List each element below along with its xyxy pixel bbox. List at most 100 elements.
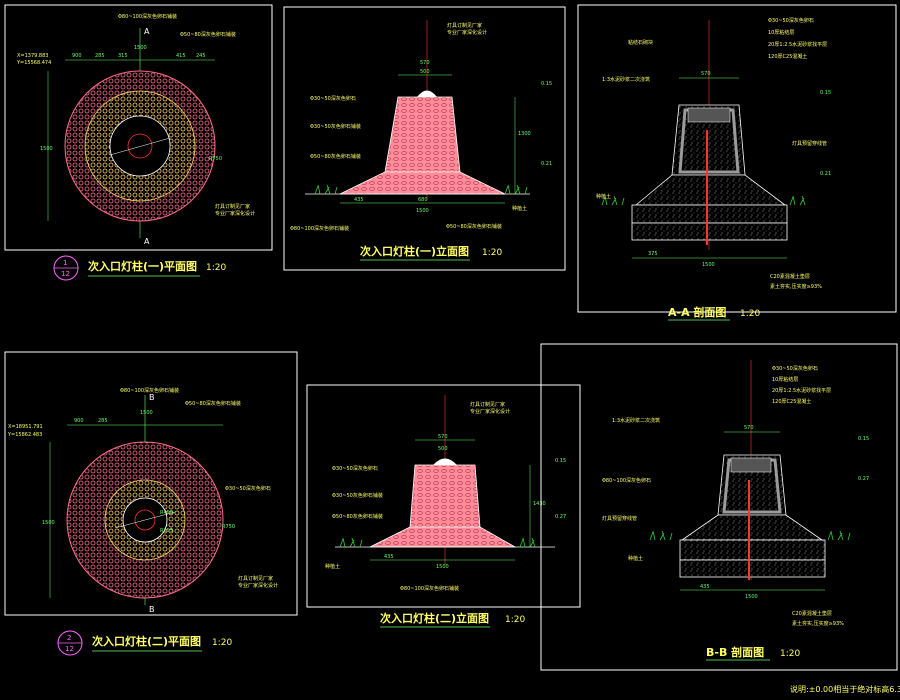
section-note: 粘结石砌块 [628, 39, 653, 46]
dim-label: 900 [72, 53, 82, 59]
dim-label: 285 [95, 53, 105, 59]
dim-label: 435 [384, 554, 394, 560]
drawing-title: B-B 剖面图 [706, 645, 764, 659]
dim-label: 1430 [533, 501, 546, 507]
dim-label: 1500 [416, 208, 429, 214]
dim-label: 570 [744, 425, 754, 431]
section-note: Φ30~50深灰色卵石 [772, 365, 818, 372]
dim-label: 500 [438, 446, 448, 452]
elevation-mark: 0.27 [555, 514, 566, 520]
coordinate-y: Y=15862.483 [7, 432, 42, 438]
column-base [369, 526, 517, 548]
section-note: 10厚粘结层 [768, 29, 794, 36]
elev-note: Φ80~100深灰色卵石铺装 [400, 585, 459, 592]
lamp-base-circle [127, 133, 153, 159]
coordinate-x: X=18951.791 [8, 424, 43, 430]
bubble-sheet: 12 [61, 270, 70, 278]
grass-left [601, 195, 625, 206]
elev-note: 灯具订制见厂家 [447, 22, 482, 29]
leader-line [109, 137, 171, 156]
dim-label: R750 [222, 524, 235, 530]
drawing-scale: 1:20 [206, 263, 226, 273]
dim-label: 415 [176, 53, 186, 59]
lamp-column [409, 464, 481, 528]
elevation-mark: 0.15 [858, 436, 869, 442]
dim-label: 680 [418, 197, 428, 203]
panel-plan-1-frame [4, 4, 273, 251]
dim-label: 1500 [42, 520, 55, 526]
dim-label: 500 [420, 69, 430, 75]
section-note: C20素混凝土垫层 [792, 610, 832, 617]
axis-bottom-label: A [144, 237, 150, 246]
elevation-mark: 0.15 [820, 90, 831, 96]
elev-note: Φ30~50灰色卵石铺装 [332, 492, 383, 499]
plan-inner-circle [109, 115, 171, 177]
plan-note: Φ30~50深灰色卵石 [225, 485, 271, 492]
elev-note: Φ30~50灰色卵石铺装 [310, 123, 361, 130]
bubble-number: 1 [63, 259, 67, 267]
grass-right [519, 537, 536, 548]
lamp-base-circle [134, 509, 156, 531]
dim-label: 570 [420, 60, 430, 66]
base-section [680, 514, 824, 541]
drawing-title: A-A 剖面图 [668, 305, 726, 319]
dim-label: 375 [648, 251, 658, 257]
grass-left [649, 530, 673, 541]
dim-label: 1500 [702, 262, 715, 268]
plan-note: 专业厂家深化设计 [238, 582, 278, 589]
section-note: C20素混凝土垫层 [770, 273, 810, 280]
section-note: 1:3水泥砂浆二次浇筑 [602, 76, 650, 83]
lamp-cap [417, 90, 437, 97]
dim-label: 1500 [436, 564, 449, 570]
footing-section [679, 539, 826, 561]
section-note: 20厚1:2.5水泥砂浆找平层 [772, 387, 831, 394]
axis-top-label: A [144, 27, 150, 36]
dim-label: R750 [209, 156, 222, 162]
section-note: 1:3水泥砂浆二次浇筑 [612, 417, 660, 424]
elev-note: Φ50~80深灰色卵石铺装 [446, 223, 502, 230]
cushion-section [679, 559, 826, 578]
elevation-mark: 0.21 [541, 161, 552, 167]
plan-note: 灯具订制见厂家 [215, 203, 250, 210]
dim-label: 435 [354, 197, 364, 203]
drawing-scale: 1:20 [505, 615, 525, 625]
elevation-mark: 0.15 [541, 81, 552, 87]
dim-label: 570 [701, 71, 711, 77]
lamp-cap-section [730, 457, 772, 473]
panel-elevation-1-frame [283, 6, 566, 271]
section-note: 种植土 [596, 193, 611, 200]
plan-note: Φ80~100深灰色卵石铺装 [118, 13, 177, 20]
dim-label: 1300 [518, 131, 531, 137]
elev-note: Φ30~50深灰色卵石 [332, 465, 378, 472]
drawing-scale: 1:20 [740, 309, 760, 319]
elevation-mark: 0.27 [858, 476, 869, 482]
sheet-footnote: 说明:±0.00相当于绝对标高6.30 [790, 684, 900, 694]
column-base [339, 171, 506, 195]
base-section [634, 174, 787, 206]
elev-note: Φ50~80灰色卵石铺装 [310, 153, 361, 160]
panel-section-b-frame [540, 343, 898, 671]
elev-note: Φ50~80灰色卵石铺装 [332, 513, 383, 520]
elev-note: Φ30~50深灰色卵石 [310, 95, 356, 102]
dim-label: R255 [160, 528, 173, 534]
panel-elevation-1: 570 500 1500 680 435 1300 0.15 0.21 灯具订制… [283, 6, 566, 271]
elev-note: 专业厂家深化设计 [447, 29, 487, 36]
panel-plan-1: A A 900 285 315 415 245 1500 1500 R750 Φ… [4, 4, 273, 281]
dim-label: 1500 [745, 594, 758, 600]
drawing-scale: 1:20 [212, 638, 232, 648]
grass-left [314, 184, 338, 195]
axis-bottom-label: B [149, 605, 155, 614]
dim-label: 245 [196, 53, 206, 59]
dim-label: R450 [160, 510, 173, 516]
drawing-title: 次入口灯柱(二)立面图 [380, 611, 489, 625]
section-note: 灯具预留穿线管 [602, 515, 637, 522]
section-note: Φ30~50深灰色卵石 [768, 17, 814, 24]
section-note: 素土夯实,压实度≥93% [792, 620, 844, 627]
section-note: 种植土 [628, 555, 643, 562]
dim-label: 285 [98, 418, 108, 424]
section-note: 20厚1:2.5水泥砂浆找平层 [768, 41, 827, 48]
elev-note: 专业厂家深化设计 [470, 408, 510, 415]
coordinate-y: Y=15568.474 [16, 60, 51, 66]
plan-note: Φ50~80深灰色卵石铺装 [180, 31, 236, 38]
